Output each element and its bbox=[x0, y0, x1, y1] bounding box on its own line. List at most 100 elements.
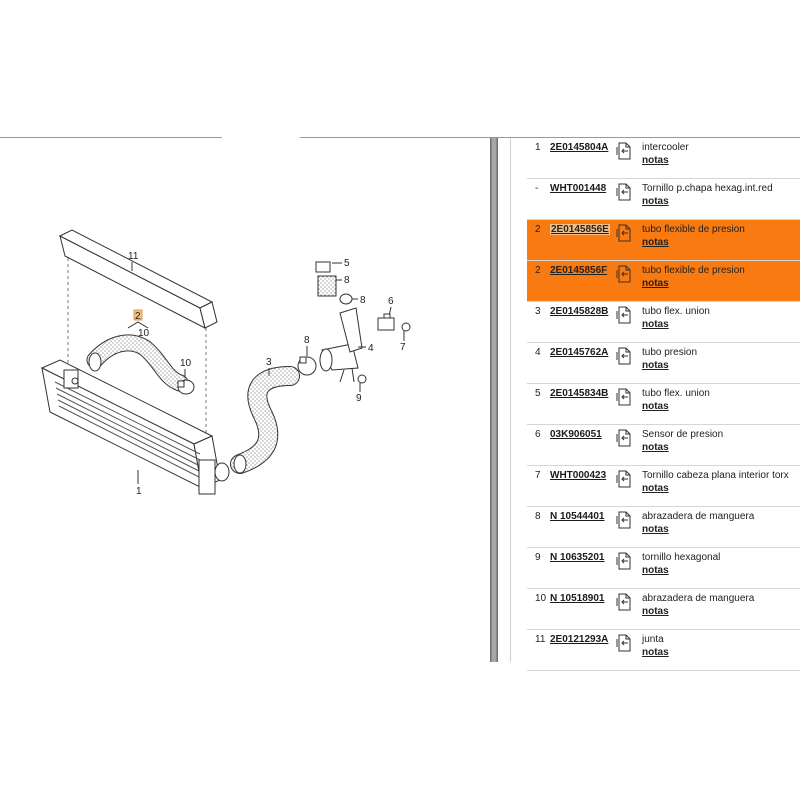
notes-link[interactable]: notas bbox=[642, 606, 669, 617]
document-arrow-icon[interactable] bbox=[616, 183, 632, 201]
callout-6[interactable]: 6 bbox=[388, 296, 394, 307]
notes-link[interactable]: notas bbox=[642, 237, 669, 248]
callout-2[interactable]: 2 bbox=[135, 311, 141, 322]
part-9-bolt[interactable] bbox=[357, 374, 367, 392]
document-arrow-icon[interactable] bbox=[616, 470, 632, 488]
part-row[interactable]: 9 N 10635201 tornillo hexagonal notas bbox=[527, 548, 800, 589]
part-description: tubo presion bbox=[642, 347, 698, 358]
callout-11[interactable]: 11 bbox=[128, 251, 139, 262]
part-number-link[interactable]: 03K906051 bbox=[550, 429, 602, 440]
part-row[interactable]: 8 N 10544401 abrazadera de manguera notas bbox=[527, 507, 800, 548]
part-5-flex-union[interactable] bbox=[315, 261, 337, 297]
notes-link[interactable]: notas bbox=[642, 401, 669, 412]
part-4-pressure-pipe[interactable] bbox=[319, 307, 363, 383]
top-divider-left bbox=[0, 137, 222, 138]
callout-2-highlight bbox=[133, 309, 143, 321]
part-description: tornillo hexagonal bbox=[642, 552, 721, 563]
part-11-gasket[interactable] bbox=[58, 229, 218, 329]
part-position: 8 bbox=[535, 511, 541, 522]
part-description: Tornillo cabeza plana interior torx bbox=[642, 470, 789, 481]
part-description: tubo flex. union bbox=[642, 306, 710, 317]
part-position: 2 bbox=[535, 265, 541, 276]
notes-link[interactable]: notas bbox=[642, 483, 669, 494]
callout-4[interactable]: 4 bbox=[368, 343, 374, 354]
document-arrow-icon[interactable] bbox=[616, 347, 632, 365]
document-arrow-icon[interactable] bbox=[616, 265, 632, 283]
part-position: 5 bbox=[535, 388, 541, 399]
document-arrow-icon[interactable] bbox=[616, 429, 632, 447]
part-number-link[interactable]: 2E0145804A bbox=[550, 142, 609, 153]
part-description: Sensor de presion bbox=[642, 429, 724, 440]
part-number-link[interactable]: 2E0145856F bbox=[550, 265, 608, 276]
document-arrow-icon[interactable] bbox=[616, 511, 632, 529]
callout-8-right[interactable]: 8 bbox=[360, 295, 366, 306]
scrollbar-thumb[interactable] bbox=[492, 138, 496, 662]
part-number-link[interactable]: N 10518901 bbox=[550, 593, 605, 604]
callout-10-upper[interactable]: 10 bbox=[138, 328, 150, 339]
part-10-clamp[interactable] bbox=[177, 379, 195, 395]
part-6-pressure-sensor[interactable] bbox=[377, 313, 395, 331]
document-arrow-icon[interactable] bbox=[616, 593, 632, 611]
part-description: abrazadera de manguera bbox=[642, 511, 755, 522]
part-position: 6 bbox=[535, 429, 541, 440]
part-number-link[interactable]: WHT000423 bbox=[550, 470, 607, 481]
part-2-hose[interactable] bbox=[86, 334, 189, 392]
part-number-link[interactable]: N 10635201 bbox=[550, 552, 605, 563]
part-description: junta bbox=[642, 634, 664, 645]
part-8-clamp-upper[interactable] bbox=[339, 293, 353, 305]
part-position: 2 bbox=[535, 224, 541, 235]
callout-5[interactable]: 5 bbox=[344, 258, 350, 269]
document-arrow-icon[interactable] bbox=[616, 142, 632, 160]
notes-link[interactable]: notas bbox=[642, 319, 669, 330]
notes-link[interactable]: notas bbox=[642, 524, 669, 535]
notes-link[interactable]: notas bbox=[642, 196, 669, 207]
part-number-link[interactable]: 2E0145856E bbox=[550, 224, 610, 235]
document-arrow-icon[interactable] bbox=[616, 306, 632, 324]
part-8-clamp-lower[interactable] bbox=[297, 356, 317, 376]
callout-9[interactable]: 9 bbox=[356, 393, 362, 404]
callout-3[interactable]: 3 bbox=[266, 357, 272, 368]
part-position: 11 bbox=[535, 634, 546, 645]
callout-8-left[interactable]: 8 bbox=[304, 335, 310, 346]
part-number-link[interactable]: 2E0145828B bbox=[550, 306, 609, 317]
callout-10-right[interactable]: 10 bbox=[180, 358, 192, 369]
notes-link[interactable]: notas bbox=[642, 565, 669, 576]
part-7-screw[interactable] bbox=[401, 322, 411, 341]
notes-link[interactable]: notas bbox=[642, 278, 669, 289]
part-3-hose[interactable] bbox=[230, 366, 300, 474]
part-row[interactable]: 11 2E0121293A junta notas bbox=[527, 630, 800, 671]
vertical-scrollbar[interactable] bbox=[490, 138, 498, 662]
document-arrow-icon[interactable] bbox=[616, 224, 632, 242]
part-number-link[interactable]: WHT001448 bbox=[550, 183, 607, 194]
part-1-intercooler[interactable] bbox=[40, 359, 230, 495]
notes-link[interactable]: notas bbox=[642, 360, 669, 371]
part-position: 9 bbox=[535, 552, 541, 563]
notes-link[interactable]: notas bbox=[642, 442, 669, 453]
part-number-link[interactable]: 2E0145762A bbox=[550, 347, 609, 358]
part-row[interactable]: 4 2E0145762A tubo presion notas bbox=[527, 343, 800, 384]
notes-link[interactable]: notas bbox=[642, 647, 669, 658]
document-arrow-icon[interactable] bbox=[616, 388, 632, 406]
part-row[interactable]: 3 2E0145828B tubo flex. union notas bbox=[527, 302, 800, 343]
callout-1[interactable]: 1 bbox=[136, 486, 142, 497]
part-number-link[interactable]: 2E0121293A bbox=[550, 634, 609, 645]
part-number-link[interactable]: N 10544401 bbox=[550, 511, 605, 522]
callout-7[interactable]: 7 bbox=[400, 342, 406, 353]
document-arrow-icon[interactable] bbox=[616, 634, 632, 652]
document-arrow-icon[interactable] bbox=[616, 552, 632, 570]
part-position: 4 bbox=[535, 347, 541, 358]
part-row[interactable]: 6 03K906051 Sensor de presion notas bbox=[527, 425, 800, 466]
part-description: abrazadera de manguera bbox=[642, 593, 755, 604]
notes-link[interactable]: notas bbox=[642, 155, 669, 166]
part-number-link[interactable]: 2E0145834B bbox=[550, 388, 609, 399]
callout-8-top[interactable]: 8 bbox=[344, 275, 350, 286]
part-position: 3 bbox=[535, 306, 541, 317]
